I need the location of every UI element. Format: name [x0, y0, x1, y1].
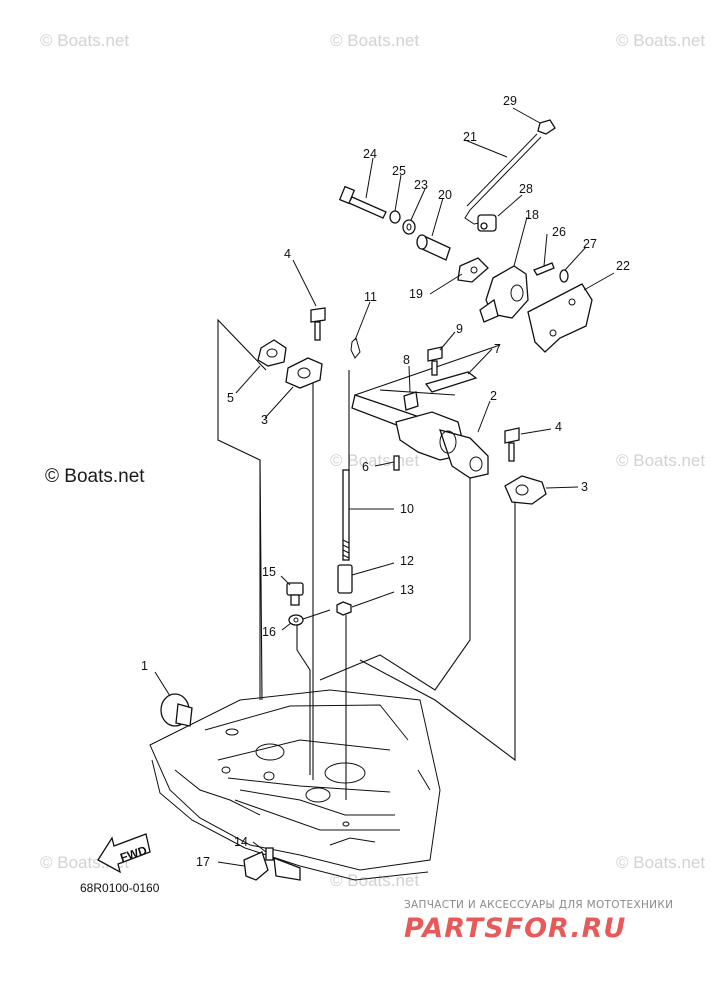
callout-21: 21 — [463, 130, 477, 144]
bottom-cowling — [149, 689, 441, 881]
callout-8: 8 — [403, 353, 410, 367]
callout-3-lower: 3 — [581, 480, 588, 494]
callout-6: 6 — [362, 460, 369, 474]
watermark-mid-right: © Boats.net — [616, 451, 705, 470]
callout-25: 25 — [392, 164, 406, 178]
diagram-code: 68R0100-0160 — [80, 881, 160, 895]
part-14-screw — [265, 847, 274, 861]
callout-15: 15 — [262, 565, 276, 579]
watermark-bottom-center: © Boats.net — [330, 871, 419, 890]
footer-tagline: ЗАПЧАСТИ И АКСЕССУАРЫ ДЛЯ МОТОТЕХНИКИ — [404, 899, 673, 911]
callout-2: 2 — [490, 389, 497, 403]
watermark-bottom-right: © Boats.net — [616, 853, 705, 872]
part-12-nut — [337, 564, 353, 594]
callout-3-upper: 3 — [261, 413, 268, 427]
callout-19: 19 — [409, 287, 423, 301]
part-28-joint — [477, 214, 497, 232]
part-15-bolt — [286, 582, 304, 606]
part-8-clip — [403, 391, 419, 411]
guide-lines — [217, 318, 516, 800]
watermark-top-right: © Boats.net — [616, 31, 705, 50]
callout-4-upper: 4 — [284, 247, 291, 261]
callout-12: 12 — [400, 554, 414, 568]
part-26-bolt — [533, 262, 555, 276]
callout-24: 24 — [363, 147, 377, 161]
footer-brand-logo: PARTSFOR.RU — [404, 913, 626, 944]
part-27-washer — [559, 269, 569, 283]
part-10-rod — [342, 469, 350, 561]
watermark-group: © Boats.net © Boats.net © Boats.net © Bo… — [40, 31, 705, 890]
part-4-bolt-upper — [310, 307, 326, 341]
part-23-washer — [402, 219, 416, 235]
part-17-clamp — [243, 851, 301, 881]
callout-20: 20 — [438, 188, 452, 202]
callout-numbers: 29 21 28 24 25 23 20 19 18 26 27 22 4 5 … — [141, 94, 630, 869]
callout-10: 10 — [400, 502, 414, 516]
part-9-bolt — [427, 346, 443, 376]
callout-14: 14 — [234, 835, 248, 849]
part-1-grommet — [160, 693, 193, 727]
part-5-grommet — [257, 339, 287, 367]
watermark-large: © Boats.net — [45, 466, 145, 487]
callout-7: 7 — [494, 342, 501, 356]
leader-lines — [154, 107, 615, 867]
callout-13: 13 — [400, 583, 414, 597]
watermark-mid-center: © Boats.net — [330, 451, 419, 470]
callout-1: 1 — [141, 659, 148, 673]
part-29-nut — [537, 119, 556, 135]
callout-29: 29 — [503, 94, 517, 108]
callout-5: 5 — [227, 391, 234, 405]
part-22-bracket — [527, 283, 593, 353]
part-11-clip — [350, 337, 361, 359]
part-18-lever — [479, 265, 529, 323]
callout-9: 9 — [456, 322, 463, 336]
callout-27: 27 — [583, 237, 597, 251]
part-16-washer — [288, 614, 304, 626]
watermark-top-center: © Boats.net — [330, 31, 419, 50]
part-7-plate — [424, 371, 478, 393]
part-13-nut — [336, 601, 352, 616]
part-24-bolt — [338, 185, 387, 219]
callout-17: 17 — [196, 855, 210, 869]
callout-23: 23 — [414, 178, 428, 192]
watermark-top-left: © Boats.net — [40, 31, 129, 50]
part-3-mount-upper — [285, 357, 323, 389]
part-19-holder — [457, 257, 489, 283]
callout-26: 26 — [552, 225, 566, 239]
part-3-mount-lower — [504, 475, 547, 505]
part-2-shaft-assembly — [351, 394, 489, 479]
callout-18: 18 — [525, 208, 539, 222]
callout-11: 11 — [364, 290, 377, 304]
footer-branding: ЗАПЧАСТИ И АКСЕССУАРЫ ДЛЯ МОТОТЕХНИКИ PA… — [404, 899, 673, 944]
part-4-bolt-lower — [504, 427, 520, 462]
callout-16: 16 — [262, 625, 276, 639]
callout-28: 28 — [519, 182, 533, 196]
part-25-washer — [389, 210, 401, 224]
part-6-pin — [393, 455, 400, 471]
callout-22: 22 — [616, 259, 630, 273]
callout-4-lower: 4 — [555, 420, 562, 434]
part-20-collar — [416, 234, 451, 261]
